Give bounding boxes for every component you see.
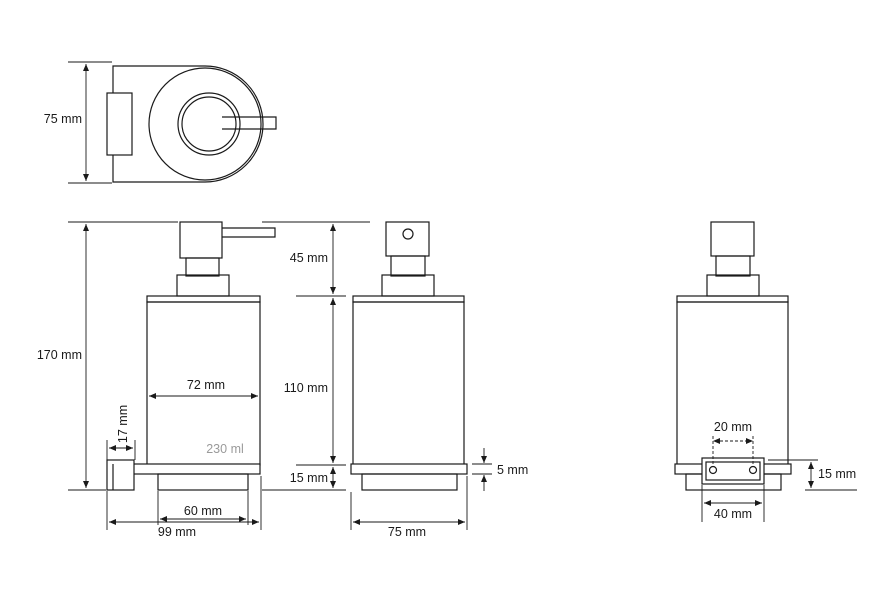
top-view-pump-inner bbox=[181, 96, 237, 152]
front-view: 170 mm 17 mm 72 mm 230 ml 60 mm 99 mm bbox=[37, 221, 276, 539]
rear-body-cap bbox=[676, 295, 789, 303]
front-pump-head bbox=[179, 221, 223, 259]
rear-pump-head bbox=[710, 221, 755, 257]
rear-pump-collar bbox=[706, 274, 760, 297]
side-base-foot bbox=[361, 473, 458, 491]
front-wall-bracket bbox=[106, 459, 135, 491]
front-base-plate bbox=[112, 463, 261, 475]
rear-mount-hole-right bbox=[748, 465, 758, 475]
dim-rear-base-height: 15 mm bbox=[818, 467, 856, 481]
dim-base-width: 60 mm bbox=[184, 504, 222, 518]
side-nozzle-hole bbox=[402, 228, 414, 240]
dim-bracket-width: 40 mm bbox=[714, 507, 752, 521]
dim-top-view-depth: 75 mm bbox=[44, 112, 82, 126]
top-view-pump-outer bbox=[177, 92, 241, 156]
dim-side-width: 75 mm bbox=[388, 525, 426, 539]
front-base-foot bbox=[157, 473, 249, 491]
dim-plate-thickness: 5 mm bbox=[497, 463, 528, 477]
top-view: 75 mm bbox=[44, 61, 277, 184]
rear-view: 20 mm 40 mm 15 mm bbox=[674, 221, 857, 522]
dim-body-height: 110 mm bbox=[284, 381, 328, 395]
rear-bracket-inner bbox=[705, 461, 761, 481]
dim-base-height: 15 mm bbox=[290, 471, 328, 485]
dim-pump-height: 45 mm bbox=[290, 251, 328, 265]
top-view-body-circle bbox=[148, 67, 262, 181]
dim-total-height: 170 mm bbox=[37, 348, 82, 362]
front-pump-collar bbox=[176, 274, 230, 297]
top-view-nozzle bbox=[222, 116, 277, 130]
side-base-plate bbox=[350, 463, 468, 475]
dim-bracket-height: 17 mm bbox=[116, 405, 130, 443]
front-pump-stem bbox=[185, 257, 220, 277]
top-view-outline bbox=[112, 65, 264, 183]
side-body bbox=[352, 301, 465, 466]
capacity-label: 230 ml bbox=[206, 442, 244, 456]
rear-pump-stem bbox=[715, 255, 751, 277]
side-view: 45 mm 110 mm 15 mm 5 mm 75 mm bbox=[262, 221, 528, 539]
side-body-cap bbox=[352, 295, 465, 303]
dim-total-width: 99 mm bbox=[158, 525, 196, 539]
dim-hole-spacing: 20 mm bbox=[714, 420, 752, 434]
side-pump-stem bbox=[390, 255, 426, 277]
top-view-wall-plate bbox=[106, 92, 133, 156]
dim-body-diameter: 72 mm bbox=[187, 378, 225, 392]
rear-mount-hole-left bbox=[708, 465, 718, 475]
front-nozzle bbox=[222, 227, 276, 238]
front-body-cap bbox=[146, 295, 261, 303]
side-pump-collar bbox=[381, 274, 435, 297]
